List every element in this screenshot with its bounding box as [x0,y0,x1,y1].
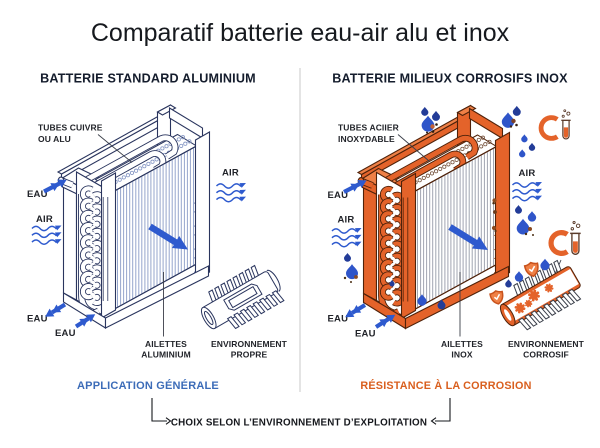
svg-text:Comparatif batterie eau-air al: Comparatif batterie eau-air alu et inox [91,19,510,47]
svg-text:AILETTES: AILETTES [441,339,483,349]
svg-text:BATTERIE MILIEUX CORROSIFS INO: BATTERIE MILIEUX CORROSIFS INOX [332,72,568,86]
svg-text:INOX: INOX [451,350,472,360]
svg-text:ENVIRONNEMENT: ENVIRONNEMENT [211,339,288,349]
svg-text:TUBES ACIIER: TUBES ACIIER [338,123,399,133]
svg-text:APPLICATION GÉNÉRALE: APPLICATION GÉNÉRALE [77,379,219,392]
svg-text:AIR: AIR [519,168,536,179]
svg-text:ALUMINIUM: ALUMINIUM [141,350,191,360]
svg-text:AILETTES: AILETTES [145,339,187,349]
svg-text:EAU: EAU [27,189,48,200]
svg-text:EAU: EAU [328,314,349,325]
svg-text:RÉSISTANCE À LA CORROSION: RÉSISTANCE À LA CORROSION [360,379,531,392]
svg-text:CORROSIF: CORROSIF [523,350,569,360]
svg-text:OU ALU: OU ALU [38,134,71,144]
svg-text:AIR: AIR [338,215,355,226]
svg-text:CHOIX SELON L’ENVIRONNEMENT D’: CHOIX SELON L’ENVIRONNEMENT D’EXPLOITATI… [171,418,427,429]
svg-text:TUBES CUIVRE: TUBES CUIVRE [38,123,103,133]
svg-text:AIR: AIR [36,214,53,225]
svg-text:EAU: EAU [328,190,349,201]
svg-text:PROPRE: PROPRE [231,350,268,360]
svg-text:AIR: AIR [222,168,239,179]
svg-text:EAU: EAU [55,328,76,339]
svg-text:BATTERIE STANDARD ALUMINIUM: BATTERIE STANDARD ALUMINIUM [40,72,256,86]
svg-text:INOXYDABLE: INOXYDABLE [338,134,395,144]
svg-text:ENVIRONNEMENT: ENVIRONNEMENT [508,339,585,349]
svg-text:EAU: EAU [355,329,376,340]
svg-text:EAU: EAU [27,314,48,325]
